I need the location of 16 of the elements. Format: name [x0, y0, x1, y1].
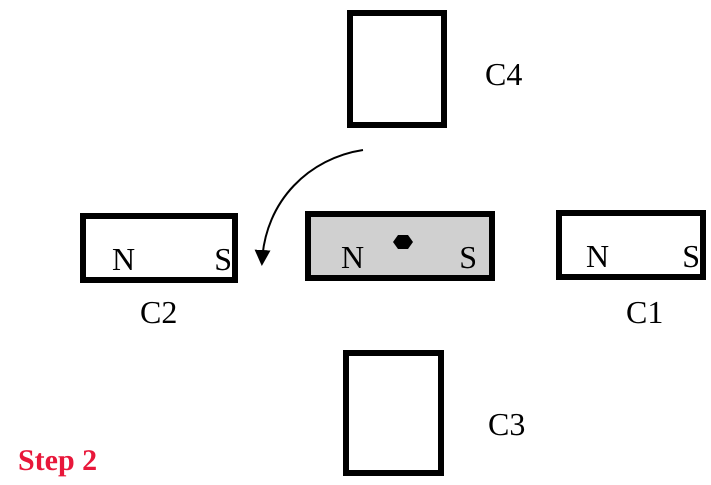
rotor-magnet: [305, 211, 495, 281]
pole-label: N: [586, 240, 610, 272]
magnet-bar: [556, 210, 706, 280]
coil-label: C2: [140, 296, 178, 328]
pole-label: N: [341, 241, 364, 273]
step-title: Step 2: [18, 446, 98, 476]
pole-label: N: [112, 243, 136, 275]
pole-label: S: [459, 241, 477, 273]
coil-label: C1: [626, 296, 664, 328]
coil-label: C4: [485, 58, 522, 90]
coil-box: [347, 10, 447, 128]
magnet-bar: [80, 213, 238, 283]
pole-label: S: [682, 240, 700, 272]
coil-label: C3: [488, 408, 526, 440]
coil-box: [343, 350, 444, 476]
pole-label: S: [214, 243, 232, 275]
